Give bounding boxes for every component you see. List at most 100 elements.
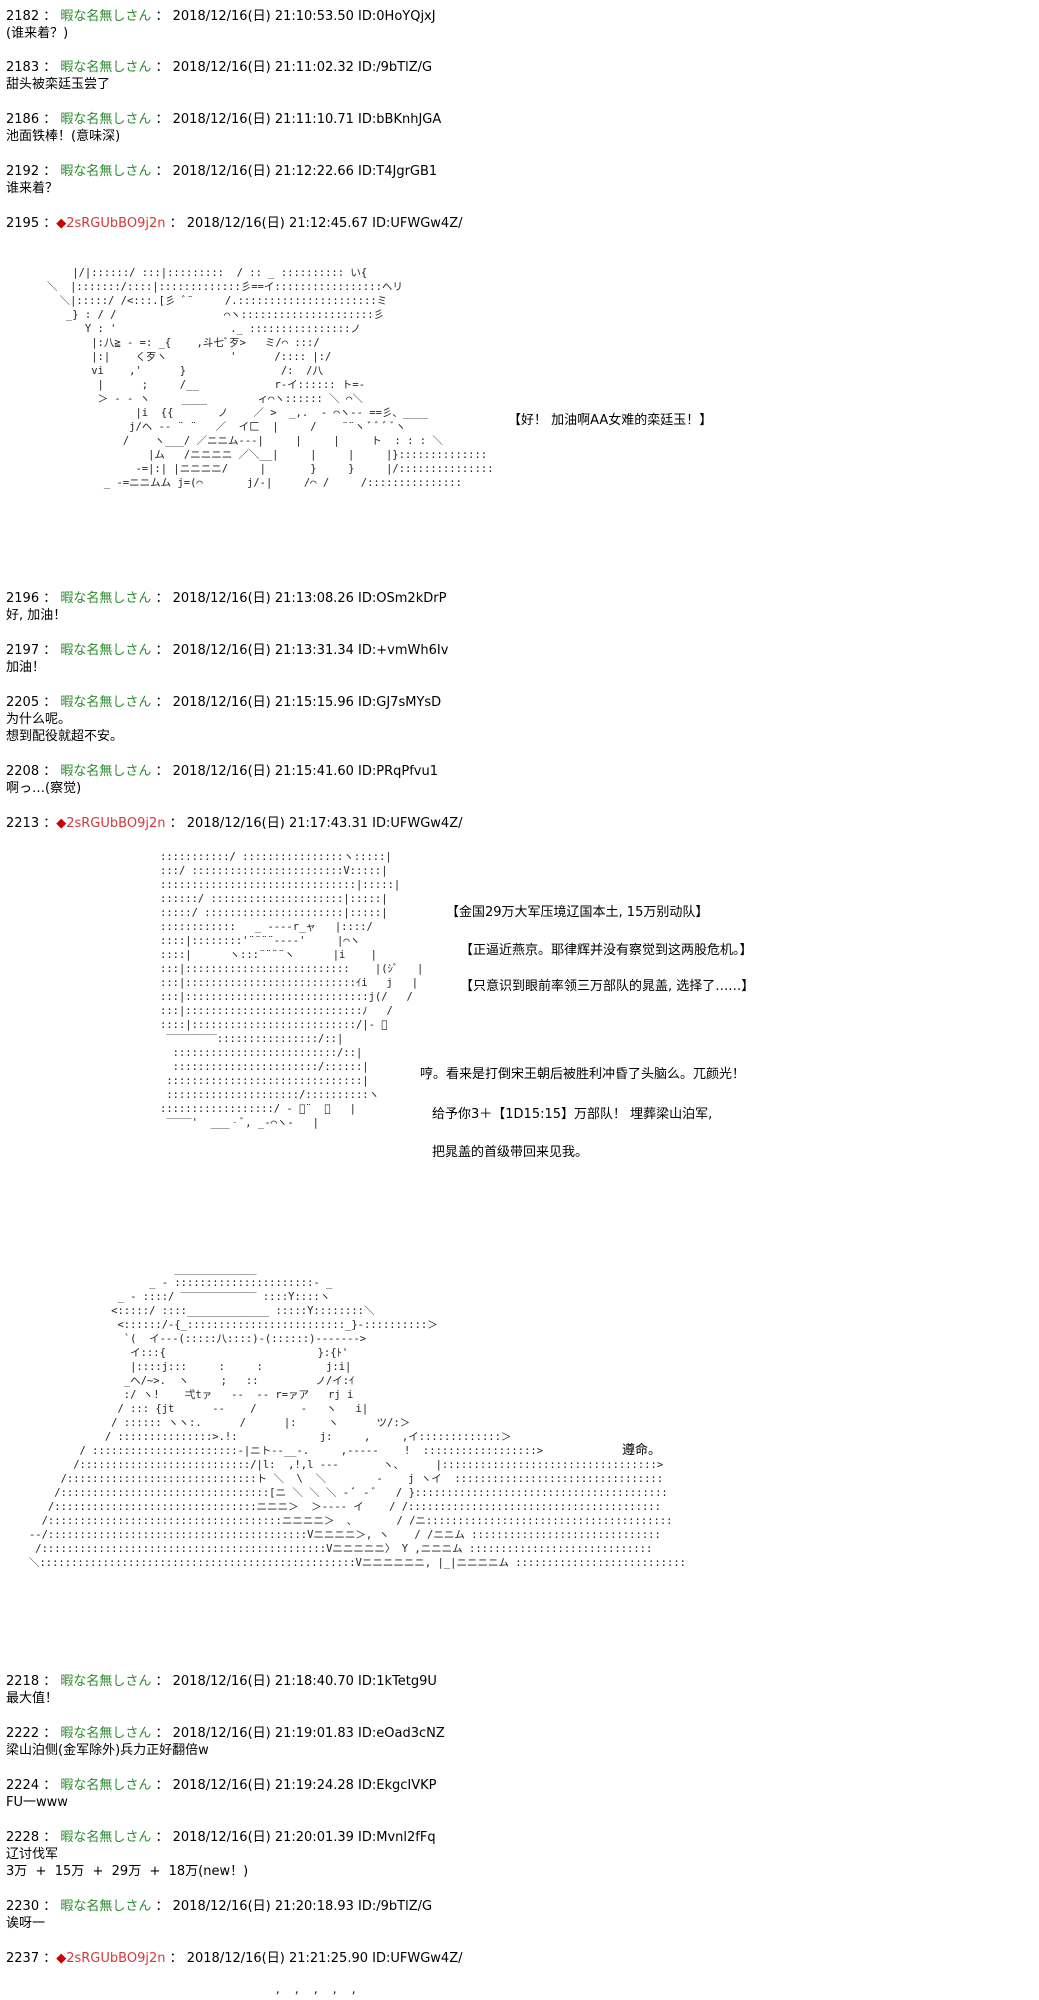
poster-name: 暇な名無しさん bbox=[60, 764, 152, 779]
post-text: 辽讨伐军 bbox=[6, 1847, 59, 1862]
post-2213: 2213 ：◆2sRGUbBO9j2n ： 2018/12/16(日) 21:1… bbox=[6, 816, 463, 831]
post-2182: 2182 ： 暇な名無しさん ： 2018/12/16(日) 21:10:53.… bbox=[6, 9, 436, 41]
post-date: 2018/12/16(日) 21:11:10.71 bbox=[172, 112, 354, 127]
poster-name: 暇な名無しさん bbox=[60, 1726, 152, 1741]
post-date: 2018/12/16(日) 21:12:22.66 bbox=[172, 164, 354, 179]
post-date: 2018/12/16(日) 21:19:24.28 bbox=[172, 1778, 354, 1793]
post-2208: 2208 ： 暇な名無しさん ： 2018/12/16(日) 21:15:41.… bbox=[6, 764, 439, 796]
caption-hmph: 哼。看来是打倒宋王朝后被胜利冲昏了头脑么。兀颜光！ bbox=[420, 1067, 746, 1082]
post-text: 谁来着？ bbox=[6, 181, 59, 196]
post-id: ID:UFWGw4Z/ bbox=[372, 216, 463, 231]
post-2230: 2230 ： 暇な名無しさん ： 2018/12/16(日) 21:20:18.… bbox=[6, 1899, 433, 1931]
post-number[interactable]: 2195 bbox=[6, 216, 40, 231]
post-number[interactable]: 2182 bbox=[6, 9, 40, 24]
trip-diamond-icon: ◆ bbox=[56, 816, 67, 831]
post-2196: 2196 ： 暇な名無しさん ： 2018/12/16(日) 21:13:08.… bbox=[6, 591, 447, 623]
trip-diamond-icon: ◆ bbox=[56, 216, 67, 231]
post-2192: 2192 ： 暇な名無しさん ： 2018/12/16(日) 21:12:22.… bbox=[6, 164, 438, 196]
post-id: ID:+vmWh6Iv bbox=[358, 643, 449, 658]
post-id: ID:PRqPfvu1 bbox=[358, 764, 439, 779]
post-date: 2018/12/16(日) 21:13:08.26 bbox=[172, 591, 354, 606]
ascii-art-luan-tingyu: |/|::::::/ :::|::::::::: / :: _ ::::::::… bbox=[46, 267, 494, 489]
post-number[interactable]: 2237 bbox=[6, 1951, 40, 1966]
poster-name: 暇な名無しさん bbox=[60, 9, 152, 24]
poster-name: 暇な名無しさん bbox=[60, 1674, 152, 1689]
poster-name: 暇な名無しさん bbox=[60, 1830, 152, 1845]
post-text: 3万 + 15万 + 29万 + 18万(new！) bbox=[6, 1864, 249, 1879]
post-number[interactable]: 2228 bbox=[6, 1830, 40, 1845]
caption-chao-gai: 【只意识到眼前率领三万部队的晁盖, 选择了……】 bbox=[460, 979, 755, 994]
post-date: 2018/12/16(日) 21:18:40.70 bbox=[172, 1674, 354, 1689]
post-id: ID:GJ7sMYsD bbox=[358, 695, 442, 710]
post-text: 梁山泊侧(金军除外)兵力正好翻倍w bbox=[6, 1743, 209, 1758]
post-2218: 2218 ： 暇な名無しさん ： 2018/12/16(日) 21:18:40.… bbox=[6, 1674, 437, 1706]
post-text: FU一www bbox=[6, 1795, 68, 1810]
post-number[interactable]: 2224 bbox=[6, 1778, 40, 1793]
poster-name: 暇な名無しさん bbox=[60, 1778, 152, 1793]
post-date: 2018/12/16(日) 21:13:31.34 bbox=[172, 643, 354, 658]
post-number[interactable]: 2222 bbox=[6, 1726, 40, 1741]
ascii-art-wuyan-guang: _____________ _ ‐ ::::::::::::::::::::::… bbox=[28, 1263, 686, 1569]
post-text: 诶呀一 bbox=[6, 1916, 46, 1931]
post-text: 池面铁棒！(意味深) bbox=[6, 129, 121, 144]
caption-bring-head: 把晁盖的首级带回来见我。 bbox=[432, 1145, 589, 1160]
post-2205: 2205 ： 暇な名無しさん ： 2018/12/16(日) 21:15:15.… bbox=[6, 695, 442, 744]
post-date: 2018/12/16(日) 21:17:43.31 bbox=[186, 816, 368, 831]
caption-grant-troops: 给予你3＋【1D15:15】万部队！ 埋葬梁山泊军, bbox=[432, 1107, 713, 1122]
post-date: 2018/12/16(日) 21:20:01.39 bbox=[172, 1830, 354, 1845]
post-number[interactable]: 2230 bbox=[6, 1899, 40, 1914]
post-number[interactable]: 2192 bbox=[6, 164, 40, 179]
post-text: 为什么呢。 bbox=[6, 712, 72, 727]
post-id: ID:EkgcIVKP bbox=[358, 1778, 437, 1793]
poster-name: 暇な名無しさん bbox=[60, 1899, 152, 1914]
post-date: 2018/12/16(日) 21:19:01.83 bbox=[172, 1726, 354, 1741]
post-id: ID:Mvnl2fFq bbox=[358, 1830, 436, 1845]
post-date: 2018/12/16(日) 21:10:53.50 bbox=[172, 9, 354, 24]
caption-jin-army: 【金国29万大军压境辽国本土, 15万别动队】 bbox=[446, 905, 709, 920]
post-2224: 2224 ： 暇な名無しさん ： 2018/12/16(日) 21:19:24.… bbox=[6, 1778, 437, 1810]
post-date: 2018/12/16(日) 21:20:18.93 bbox=[172, 1899, 354, 1914]
caption-approach: 【正逼近燕京。耶律辉并没有察觉到这两股危机。】 bbox=[460, 943, 753, 958]
post-id: ID:1kTetg9U bbox=[358, 1674, 437, 1689]
post-number[interactable]: 2205 bbox=[6, 695, 40, 710]
post-number[interactable]: 2208 bbox=[6, 764, 40, 779]
post-2186: 2186 ： 暇な名無しさん ： 2018/12/16(日) 21:11:10.… bbox=[6, 112, 442, 144]
post-id: ID:/9bTlZ/G bbox=[358, 60, 433, 75]
post-id: ID:0HoYQjxJ bbox=[358, 9, 436, 24]
post-text: 加油！ bbox=[6, 660, 46, 675]
post-date: 2018/12/16(日) 21:11:02.32 bbox=[172, 60, 354, 75]
caption-obey: 遵命。 bbox=[622, 1443, 662, 1458]
post-number[interactable]: 2183 bbox=[6, 60, 40, 75]
ascii-art-fragment: , , , , , bbox=[262, 1984, 357, 1996]
post-id: ID:OSm2kDrP bbox=[358, 591, 447, 606]
poster-name: 暇な名無しさん bbox=[60, 643, 152, 658]
poster-name: 暇な名無しさん bbox=[60, 60, 152, 75]
post-number[interactable]: 2197 bbox=[6, 643, 40, 658]
post-date: 2018/12/16(日) 21:15:41.60 bbox=[172, 764, 354, 779]
post-text: 想到配役就超不安。 bbox=[6, 729, 124, 744]
poster-name: 暇な名無しさん bbox=[60, 164, 152, 179]
caption-cheer: 【好！ 加油啊AA女难的栾廷玉！】 bbox=[508, 413, 713, 428]
post-id: ID:eOad3cNZ bbox=[358, 1726, 445, 1741]
poster-name: 暇な名無しさん bbox=[60, 695, 152, 710]
post-text: 好, 加油！ bbox=[6, 608, 67, 623]
post-2197: 2197 ： 暇な名無しさん ： 2018/12/16(日) 21:13:31.… bbox=[6, 643, 449, 675]
post-2237: 2237 ：◆2sRGUbBO9j2n ： 2018/12/16(日) 21:2… bbox=[6, 1951, 463, 1966]
post-id: ID:bBKnhJGA bbox=[358, 112, 442, 127]
post-id: ID:T4JgrGB1 bbox=[358, 164, 438, 179]
post-text: 甜头被栾廷玉尝了 bbox=[6, 77, 111, 92]
post-number[interactable]: 2218 bbox=[6, 1674, 40, 1689]
post-id: ID:/9bTlZ/G bbox=[358, 1899, 433, 1914]
poster-trip: 2sRGUbBO9j2n bbox=[66, 216, 166, 231]
post-date: 2018/12/16(日) 21:12:45.67 bbox=[186, 216, 368, 231]
post-2222: 2222 ： 暇な名無しさん ： 2018/12/16(日) 21:19:01.… bbox=[6, 1726, 445, 1758]
post-id: ID:UFWGw4Z/ bbox=[372, 1951, 463, 1966]
poster-name: 暇な名無しさん bbox=[60, 591, 152, 606]
post-number[interactable]: 2196 bbox=[6, 591, 40, 606]
post-number[interactable]: 2186 bbox=[6, 112, 40, 127]
post-2228: 2228 ： 暇な名無しさん ： 2018/12/16(日) 21:20:01.… bbox=[6, 1830, 436, 1879]
post-id: ID:UFWGw4Z/ bbox=[372, 816, 463, 831]
trip-diamond-icon: ◆ bbox=[56, 1951, 67, 1966]
post-number[interactable]: 2213 bbox=[6, 816, 40, 831]
post-text: 最大值！ bbox=[6, 1691, 59, 1706]
